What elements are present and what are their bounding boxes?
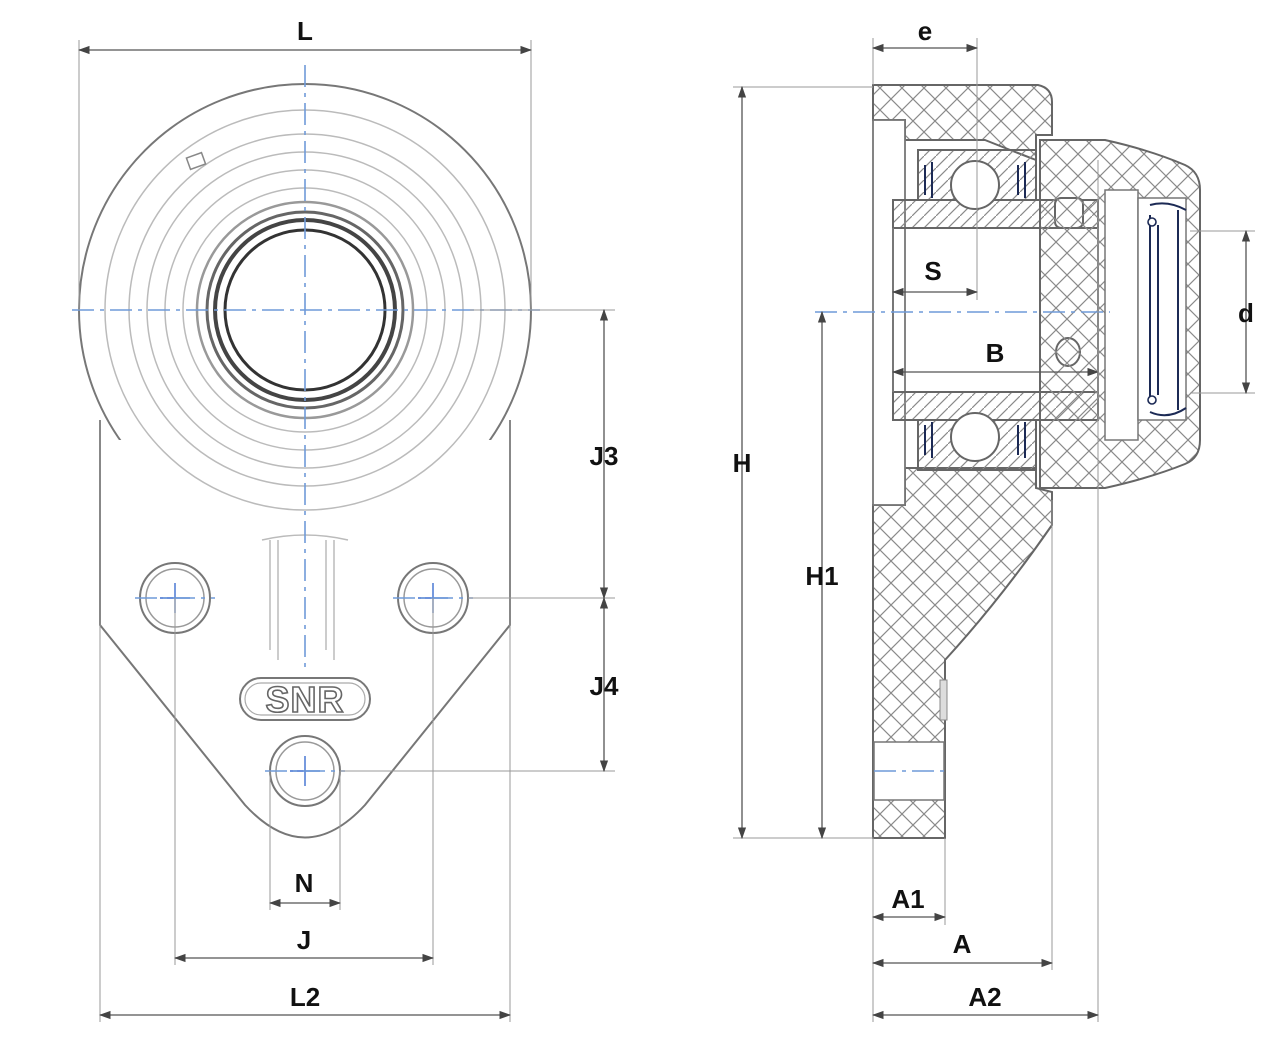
ball-bottom — [950, 412, 1000, 462]
front-view: SNR — [72, 65, 540, 839]
label-H1: H1 — [805, 561, 838, 591]
label-L: L — [297, 16, 313, 46]
cap-seal — [1149, 202, 1187, 417]
label-J4: J4 — [590, 671, 619, 701]
lubrication-notch — [185, 151, 207, 171]
label-e: e — [918, 16, 932, 46]
label-B: B — [986, 338, 1005, 368]
brand-badge: SNR — [239, 677, 371, 721]
end-cap-inner — [1104, 189, 1139, 441]
label-J: J — [297, 925, 311, 955]
seals — [924, 162, 1026, 458]
label-d: d — [1238, 298, 1254, 328]
label-L2: L2 — [290, 982, 320, 1012]
ball-top — [950, 160, 1000, 210]
label-A2: A2 — [968, 982, 1001, 1012]
flange-boss — [939, 679, 948, 721]
label-N: N — [295, 868, 314, 898]
side-section-view — [815, 84, 1201, 839]
label-A1: A1 — [891, 884, 924, 914]
label-J3: J3 — [590, 441, 619, 471]
brand-logo-text: SNR — [265, 679, 344, 720]
label-A: A — [953, 929, 972, 959]
label-S: S — [924, 256, 941, 286]
side-dimensions: e H H1 S B d A1 A A2 — [733, 16, 1255, 1022]
front-dimensions: L L2 J N J3 J4 — [77, 16, 619, 1022]
label-H: H — [733, 448, 752, 478]
